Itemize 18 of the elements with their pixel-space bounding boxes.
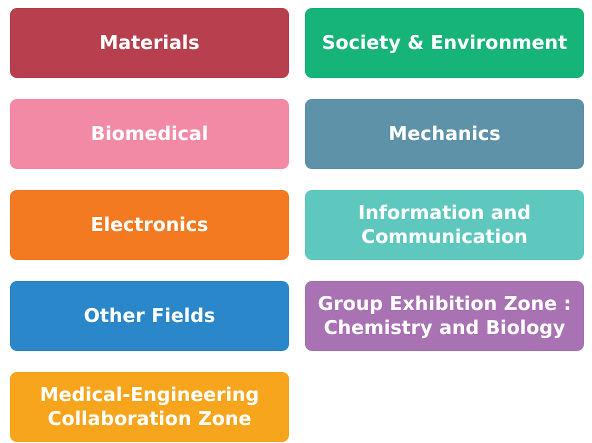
- category-label: Society & Environment: [322, 31, 568, 55]
- category-label: Information and Communication: [357, 201, 532, 249]
- category-box: [10, 99, 289, 169]
- category-label: Mechanics: [388, 122, 500, 146]
- category-box: [10, 281, 289, 351]
- category-box: [305, 99, 584, 169]
- category-label: Group Exhibition Zone : Chemistry and Biology: [317, 292, 572, 340]
- category-box: [305, 190, 584, 260]
- category-box: [10, 190, 289, 260]
- category-box: [10, 372, 289, 442]
- category-box: [305, 281, 584, 351]
- category-label: Materials: [99, 31, 200, 55]
- category-box: [305, 8, 584, 78]
- category-box: [10, 8, 289, 78]
- category-label: Other Fields: [84, 304, 216, 328]
- category-label: Electronics: [90, 213, 208, 237]
- category-label: Biomedical: [90, 122, 208, 146]
- category-label: Medical-Engineering Collaboration Zone: [38, 383, 260, 431]
